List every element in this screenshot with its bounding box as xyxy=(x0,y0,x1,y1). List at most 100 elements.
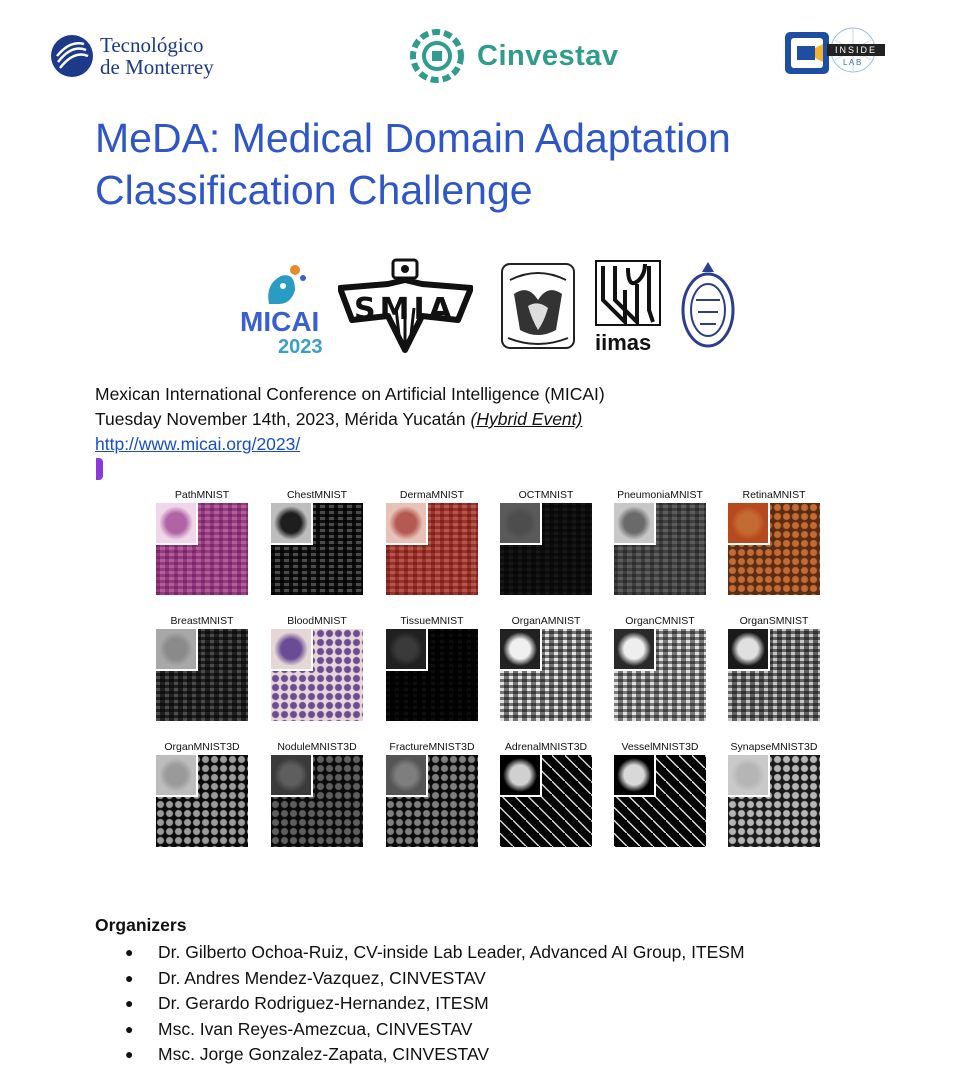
dataset-zoom-inset xyxy=(156,755,198,797)
dataset-sample-image xyxy=(271,629,363,721)
title-line2: Classification Challenge xyxy=(95,167,533,213)
dataset-sample-image xyxy=(386,629,478,721)
dataset-zoom-inset xyxy=(156,629,198,671)
organizers-heading: Organizers xyxy=(95,915,187,935)
dataset-tile: SynapseMNIST3D xyxy=(728,740,820,847)
dataset-tile: VesselMNIST3D xyxy=(614,740,706,847)
dataset-sample-image xyxy=(386,503,478,595)
dataset-sample-image xyxy=(271,755,363,847)
dataset-zoom-inset xyxy=(728,629,770,671)
dataset-sample-image xyxy=(614,503,706,595)
iimas-symbol-icon xyxy=(595,260,661,326)
dataset-label: BreastMNIST xyxy=(170,615,234,627)
dataset-zoom-inset xyxy=(500,755,542,797)
dataset-tile: PathMNIST xyxy=(156,488,248,595)
cinvestav-name: Cinvestav xyxy=(477,39,619,72)
organizer-item: ● Msc. Jorge Gonzalez-Zapata, CINVESTAV xyxy=(125,1042,745,1068)
cinvestav-logo: Cinvestav xyxy=(405,24,635,88)
dataset-label: OrganMNIST3D xyxy=(164,741,240,753)
cinvestav-emblem-icon xyxy=(410,29,464,83)
smia-word: SMIA xyxy=(354,292,456,327)
dataset-label: OCTMNIST xyxy=(518,489,574,501)
organizer-name: Dr. Andres Mendez-Vazquez, CINVESTAV xyxy=(158,967,486,988)
organizer-name: Msc. Jorge Gonzalez-Zapata, CINVESTAV xyxy=(158,1044,489,1064)
dataset-sample-image xyxy=(156,503,248,595)
organizer-name: Dr. Gilberto Ochoa-Ruiz, CV-inside Lab L… xyxy=(158,942,745,962)
dataset-tile: OCTMNIST xyxy=(500,488,592,595)
dataset-tile: RetinaMNIST xyxy=(728,488,820,595)
dataset-label: OrganSMNIST xyxy=(739,615,809,627)
dataset-tile: DermaMNIST xyxy=(386,488,478,595)
dataset-sample-image xyxy=(386,755,478,847)
dataset-sample-image xyxy=(728,503,820,595)
dataset-label: PathMNIST xyxy=(174,489,230,501)
dataset-label: VesselMNIST3D xyxy=(621,741,699,753)
organizer-item: ● Dr. Andres Mendez-Vazquez, CINVESTAV xyxy=(125,966,745,992)
conference-date-place: Tuesday November 14th, 2023, Mérida Yuca… xyxy=(95,409,471,429)
dataset-tile: OrganSMNIST xyxy=(728,614,820,721)
dataset-sample-image xyxy=(614,755,706,847)
organizer-name: Msc. Ivan Reyes-Amezcua, CINVESTAV xyxy=(158,1018,473,1039)
organizers-list: ● Dr. Gilberto Ochoa-Ruiz, CV-inside Lab … xyxy=(125,940,745,1068)
conference-info: Mexican International Conference on Arti… xyxy=(95,382,605,457)
dataset-tile: AdrenalMNIST3D xyxy=(500,740,592,847)
uady-seal-icon xyxy=(681,262,735,348)
lab-word: L A B xyxy=(843,58,862,67)
dataset-label: AdrenalMNIST3D xyxy=(504,741,588,753)
sponsor-logos: MICAI 2023 SMIA iimas xyxy=(240,258,740,358)
medmnist-dataset-grid: PathMNIST ChestMNIST DermaMNIST OCTMNIST Pne… xyxy=(150,488,830,858)
dataset-tile: BreastMNIST xyxy=(156,614,248,721)
dataset-zoom-inset xyxy=(386,629,428,671)
tec-name-line1: Tecnológico xyxy=(100,33,204,57)
dataset-zoom-inset xyxy=(271,755,313,797)
micai-url-link[interactable]: http://www.micai.org/2023/ xyxy=(95,434,301,454)
dataset-label: OrganAMNIST xyxy=(511,615,581,627)
dataset-tile: NoduleMNIST3D xyxy=(271,740,363,847)
bullet-icon: ● xyxy=(125,995,134,1011)
dataset-zoom-inset xyxy=(271,629,313,671)
bullet-icon: ● xyxy=(125,1020,134,1037)
organizer-item: ●Dr. Gerardo Rodriguez-Hernandez, ITESM xyxy=(125,991,745,1017)
hybrid-event-label: (Hybrid Event) xyxy=(470,409,583,429)
dataset-zoom-inset xyxy=(614,629,656,671)
dataset-label: PneumoniaMNIST xyxy=(617,489,703,501)
bullet-icon: ● xyxy=(125,969,134,986)
dataset-label: ChestMNIST xyxy=(286,489,348,501)
micai-mascot-icon xyxy=(268,265,306,304)
dataset-tile: OrganMNIST3D xyxy=(156,740,248,847)
micai-word: MICAI xyxy=(240,306,320,337)
dataset-label: SynapseMNIST3D xyxy=(730,741,818,753)
dataset-zoom-inset xyxy=(728,503,770,545)
iimas-word: iimas xyxy=(595,330,652,355)
tec-monterrey-logo: Tecnológico de Monterrey xyxy=(50,30,250,82)
dataset-label: FractureMNIST3D xyxy=(389,741,475,753)
organizer-item: ●Dr. Gilberto Ochoa-Ruiz, CV-inside Lab … xyxy=(125,940,745,966)
dataset-label: TissueMNIST xyxy=(400,615,464,627)
dataset-zoom-inset xyxy=(271,503,313,545)
dataset-sample-image xyxy=(500,503,592,595)
dataset-zoom-inset xyxy=(728,755,770,797)
dataset-tile: BloodMNIST xyxy=(271,614,363,721)
dataset-tile: TissueMNIST xyxy=(386,614,478,721)
bullet-icon: ● xyxy=(125,1046,134,1062)
organizer-item: ● Msc. Ivan Reyes-Amezcua, CINVESTAV xyxy=(125,1017,745,1043)
dataset-tile: FractureMNIST3D xyxy=(386,740,478,847)
dataset-sample-image xyxy=(614,629,706,721)
dataset-zoom-inset xyxy=(500,503,542,545)
cv-inside-lab-logo: INSIDE L A B xyxy=(783,26,893,78)
dataset-label: DermaMNIST xyxy=(399,489,465,501)
text-cursor-marker xyxy=(96,458,103,480)
dataset-sample-image xyxy=(728,629,820,721)
dataset-sample-image xyxy=(156,629,248,721)
dataset-sample-image xyxy=(271,503,363,595)
dataset-label: BloodMNIST xyxy=(287,615,347,627)
tec-globe-icon xyxy=(51,35,93,77)
dataset-label: OrganCMNIST xyxy=(625,615,695,627)
conference-date-line: Tuesday November 14th, 2023, Mérida Yuca… xyxy=(95,407,605,432)
dataset-label: RetinaMNIST xyxy=(742,489,806,501)
conference-name: Mexican International Conference on Arti… xyxy=(95,384,605,404)
dataset-zoom-inset xyxy=(614,503,656,545)
unam-seal-icon xyxy=(501,263,575,349)
dataset-zoom-inset xyxy=(386,503,428,545)
dataset-zoom-inset xyxy=(386,755,428,797)
